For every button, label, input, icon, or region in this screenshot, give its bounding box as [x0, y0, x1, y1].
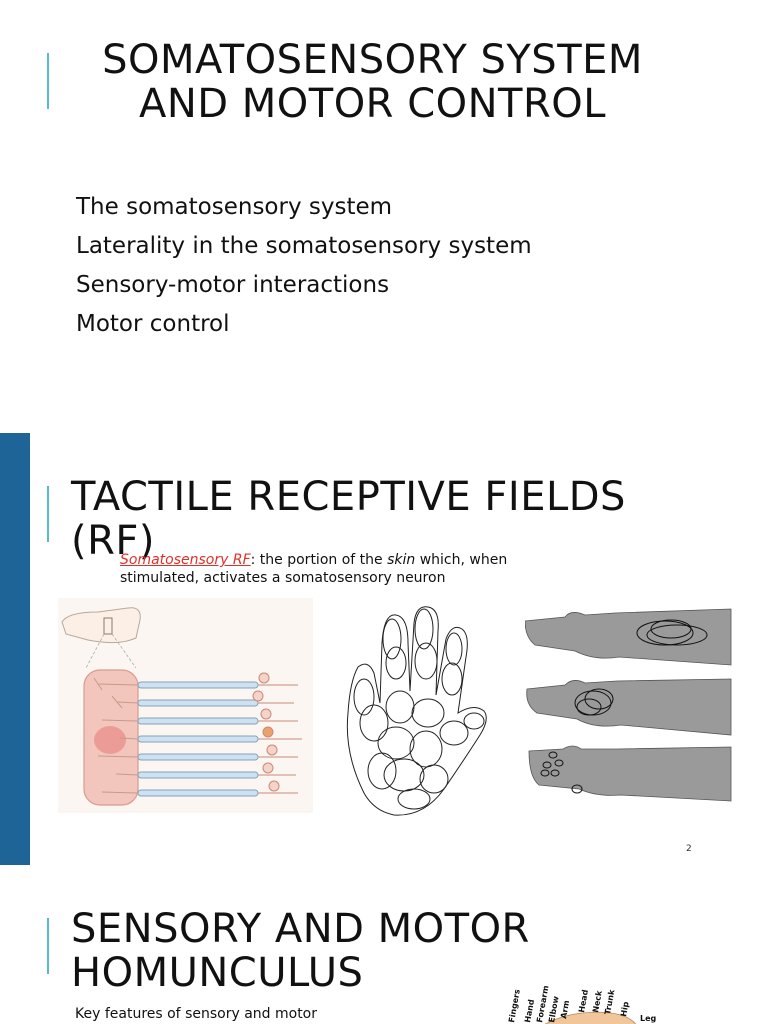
slide-receptive-fields: TACTILE RECEPTIVE FIELDS (RF) Somatosens… — [0, 433, 768, 865]
title-line-1: TACTILE RECEPTIVE FIELDS — [71, 474, 626, 520]
title-line-2: HOMUNCULUS — [71, 950, 364, 996]
body-part-label: Neck — [591, 989, 604, 1013]
definition-emphasis: skin — [387, 552, 416, 568]
body-part-label: Hand — [523, 998, 536, 1023]
body-part-label: Trunk — [603, 988, 616, 1015]
body-part-label: Hip — [619, 1001, 631, 1018]
hand-rf-drawing — [346, 606, 487, 816]
slide-title-heading: TACTILE RECEPTIVE FIELDS (RF) — [71, 475, 626, 563]
page-number: 2 — [686, 844, 692, 854]
slide-title-heading: SOMATOSENSORY SYSTEM AND MOTOR CONTROL — [40, 38, 705, 126]
forearm-rf-comparison — [525, 608, 732, 802]
definition-text: which, when stimulated, activates a soma… — [120, 552, 508, 586]
key-features-text: Key features of sensory and motor — [75, 1006, 317, 1022]
agenda-item: Sensory-motor interactions — [76, 272, 390, 298]
forearm-rf-schematic — [58, 598, 313, 813]
agenda-item: Motor control — [76, 311, 230, 337]
slide-homunculus: SENSORY AND MOTOR HOMUNCULUS Key feature… — [0, 865, 768, 1024]
body-part-label: Head — [577, 989, 590, 1014]
slide-title: SOMATOSENSORY SYSTEM AND MOTOR CONTROL T… — [0, 0, 768, 433]
title-line-2: (RF) — [71, 518, 156, 564]
title-accent-line — [47, 486, 49, 542]
homunculus-figure: Fingers Hand Forearm Elbow Arm Head Neck… — [507, 985, 657, 1024]
title-line-1: SOMATOSENSORY SYSTEM — [102, 37, 643, 83]
definition-text: : the portion of the — [250, 552, 388, 568]
definition-term: Somatosensory RF — [120, 552, 251, 568]
slide-title-heading: SENSORY AND MOTOR HOMUNCULUS — [71, 907, 530, 995]
agenda-list: The somatosensory system Laterality in t… — [76, 188, 532, 344]
body-part-label: Fingers — [507, 988, 522, 1023]
rf-definition: Somatosensory RF: the portion of the ski… — [120, 551, 540, 587]
title-accent-line — [47, 918, 49, 974]
title-accent-line — [47, 53, 49, 109]
agenda-item: The somatosensory system — [76, 194, 393, 220]
title-line-1: SENSORY AND MOTOR — [71, 906, 530, 952]
title-line-2: AND MOTOR CONTROL — [138, 81, 607, 127]
agenda-item: Laterality in the somatosensory system — [76, 233, 532, 259]
body-part-label: Leg — [640, 1014, 657, 1023]
body-part-label: Arm — [559, 1000, 571, 1020]
slide-sidebar — [0, 433, 30, 865]
